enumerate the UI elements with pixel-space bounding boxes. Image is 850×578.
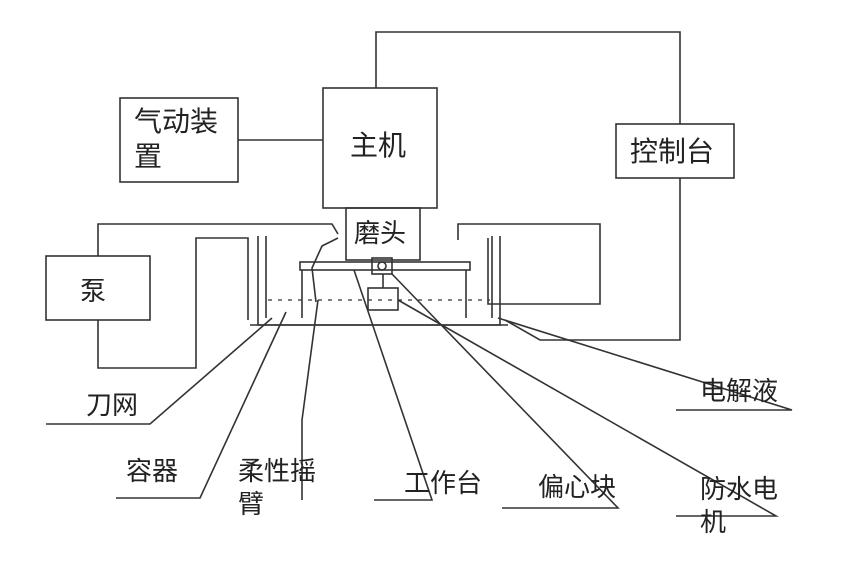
control-console-box: [615, 123, 735, 179]
main-unit-label: 主机: [350, 129, 407, 162]
waterproof-motor-label: 防水电机: [700, 475, 779, 538]
motor-cable-line: [504, 178, 681, 341]
pump-inlet-pipe: [97, 223, 339, 256]
leader-eccentric-block: [391, 273, 620, 509]
flexible-arm-label: 柔性摇臂: [238, 457, 317, 520]
flexible-arm: [311, 237, 339, 303]
eccentric-pivot: [377, 261, 387, 271]
waterproof-motor-box: [367, 287, 399, 311]
eccentric-block-label: 偏心块: [538, 473, 617, 503]
leader-mesh-blade: [46, 317, 273, 425]
leader-flexible-arm: [301, 299, 319, 500]
pump-label: 泵: [80, 277, 107, 307]
pump-return-pipe: [457, 223, 601, 305]
leader-electrolyte: [497, 317, 793, 411]
worktable-plate: [299, 261, 471, 271]
leader-container: [116, 311, 287, 499]
electrolyte-label: 电解液: [700, 377, 779, 407]
control-connection-line: [375, 31, 681, 124]
container-label: 容器: [126, 457, 179, 487]
pneumatic-device-label: 气动装置: [134, 105, 219, 173]
grinding-head-label: 磨头: [354, 219, 407, 249]
mesh-blade-label: 刀网: [86, 391, 139, 421]
pump-outlet-pipe: [97, 237, 249, 369]
worktable-label: 工作台: [404, 469, 483, 499]
leader-waterproof-motor: [397, 299, 780, 517]
control-console-label: 控制台: [630, 135, 715, 168]
grinding-head-box: [345, 207, 421, 261]
leader-worktable: [353, 269, 434, 501]
eccentric-block: [371, 257, 393, 275]
